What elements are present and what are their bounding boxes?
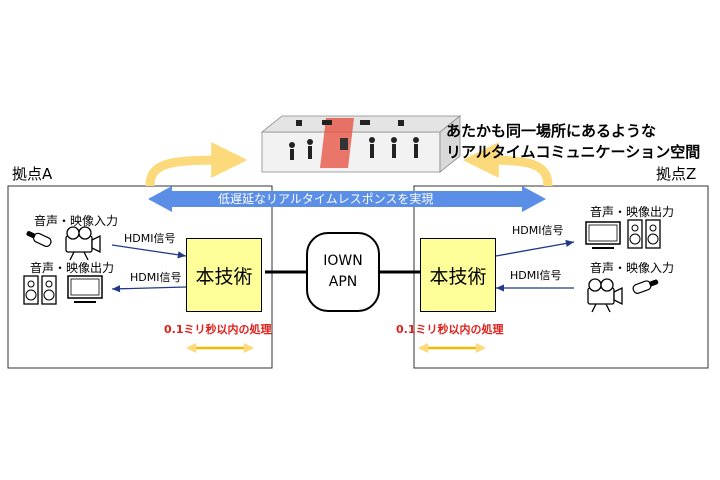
virtual-room-illustration [260, 115, 462, 173]
site-z-latency-label: 0.1ミリ秒以内の処理 [396, 323, 504, 336]
site-a-label: 拠点A [12, 165, 53, 183]
iown-apn-node: IOWN APN [306, 232, 380, 312]
site-z-processor: 本技術 [420, 238, 496, 312]
room-screen-highlight [320, 118, 354, 168]
low-latency-banner-arrow [148, 186, 546, 212]
site-a-hdmi-out-label: HDMI信号 [130, 271, 182, 284]
site-z-hdmi-in-label: HDMI信号 [510, 269, 562, 282]
site-z-input-label: 音声・映像入力 [590, 261, 675, 275]
site-a-input-label: 音声・映像入力 [34, 214, 119, 228]
microphone-icon [632, 279, 659, 294]
microphone-icon [26, 231, 52, 248]
headline-line-1: あたかも同一場所にあるような [446, 122, 657, 140]
site-z-hdmi-out-label: HDMI信号 [512, 224, 564, 237]
video-camera-icon [65, 226, 101, 261]
headline-line-2: リアルタイムコミュニケーション空間 [446, 143, 701, 161]
hdmi-out-arrow-a [111, 285, 187, 293]
banner-text: 低遅延なリアルタイムレスポンスを実現 [218, 192, 434, 206]
site-a-frame [7, 185, 273, 369]
speaker-icon [23, 275, 57, 305]
site-z-frame [413, 185, 709, 369]
site-z-label: 拠点Z [656, 165, 697, 183]
site-z-output-label: 音声・映像出力 [590, 205, 675, 219]
monitor-icon [585, 221, 621, 249]
iown-label: IOWN [323, 253, 363, 269]
site-a-hdmi-in-label: HDMI信号 [124, 232, 176, 245]
apn-label: APN [328, 274, 358, 290]
arc-left-arrow [145, 142, 248, 187]
monitor-icon [67, 275, 103, 303]
hdmi-in-arrow-a [111, 244, 187, 259]
video-camera-icon [587, 278, 623, 313]
site-a-processor: 本技術 [186, 238, 262, 312]
arc-right-arrow [462, 142, 553, 187]
hdmi-out-arrow-z [495, 239, 575, 257]
speaker-icon [627, 219, 661, 249]
site-a-output-label: 音声・映像出力 [30, 261, 115, 275]
site-a-latency-label: 0.1ミリ秒以内の処理 [164, 323, 272, 336]
